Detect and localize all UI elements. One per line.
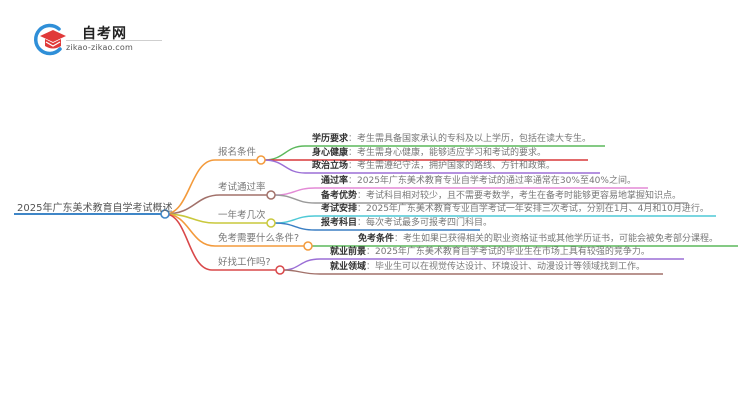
leaf-key: 就业领域 (330, 262, 367, 272)
leaf-key: 通过率 (321, 176, 349, 186)
leaf-key: 考试安排 (321, 204, 358, 214)
leaf-key: 免考条件 (358, 234, 395, 244)
leaf-text: 考生需身心健康，能够适应学习和考试的要求。 (357, 148, 547, 158)
leaf-political-stance[interactable]: 政治立场：考生需遵纪守法，拥护国家的路线、方针和政策。 (312, 161, 556, 171)
branch-employment[interactable]: 好找工作吗? (218, 257, 271, 268)
site-logo[interactable]: 自考网 zikao-zikao.com (32, 20, 202, 60)
leaf-key: 报考科目 (321, 218, 358, 228)
leaf-career-prospects[interactable]: 就业前景：2025年广东美术教育自学考试的毕业生在市场上具有较强的竞争力。 (330, 247, 650, 257)
leaf-education-requirement[interactable]: 学历要求：考生需具备国家承认的专科及以上学历，包括在读大专生。 (312, 134, 592, 144)
leaf-key: 备考优势 (321, 191, 358, 201)
branch-exams-per-year[interactable]: 一年考几次 (218, 210, 266, 221)
leaf-text: 考生如果已获得相关的职业资格证书或其他学历证书，可能会被免考部分课程。 (403, 234, 719, 244)
graduation-cap-icon (33, 23, 66, 56)
branch-pass-rate[interactable]: 考试通过率 (218, 182, 266, 193)
branch-registration[interactable]: 报名条件 (218, 147, 257, 158)
leaf-pass-rate[interactable]: 通过率：2025年广东美术教育专业自学考试的通过率通常在30%至40%之间。 (321, 176, 636, 186)
leaf-text: 2025年广东美术教育专业自学考试一年安排三次考试，分别在1月、4月和10月进行… (366, 204, 709, 214)
branch-exemption[interactable]: 免考需要什么条件? (218, 233, 300, 244)
mindmap-root[interactable]: 2025年广东美术教育自学考试概述 (17, 203, 173, 214)
leaf-key: 身心健康 (312, 148, 349, 158)
leaf-text: 2025年广东美术教育专业自学考试的通过率通常在30%至40%之间。 (357, 176, 636, 186)
leaf-text: 考试科目相对较少，且不需要考数学，考生在备考时能够更容易地掌握知识点。 (366, 191, 682, 201)
leaf-prep-advantage[interactable]: 备考优势：考试科目相对较少，且不需要考数学，考生在备考时能够更容易地掌握知识点。 (321, 191, 682, 201)
leaf-text: 每次考试最多可报考四门科目。 (366, 218, 493, 228)
leaf-text: 毕业生可以在视觉传达设计、环境设计、动漫设计等领域找到工作。 (375, 262, 646, 272)
leaf-text: 2025年广东美术教育自学考试的毕业生在市场上具有较强的竞争力。 (375, 247, 650, 257)
leaf-text: 考生需遵纪守法，拥护国家的路线、方针和政策。 (357, 161, 556, 171)
leaf-exam-schedule[interactable]: 考试安排：2025年广东美术教育专业自学考试一年安排三次考试，分别在1月、4月和… (321, 204, 709, 214)
logo-divider (66, 40, 162, 41)
leaf-key: 学历要求 (312, 134, 349, 144)
leaf-key: 政治立场 (312, 161, 349, 171)
leaf-subjects[interactable]: 报考科目：每次考试最多可报考四门科目。 (321, 218, 493, 228)
leaf-text: 考生需具备国家承认的专科及以上学历，包括在读大专生。 (357, 134, 592, 144)
logo-title: 自考网 (82, 26, 127, 42)
logo-url: zikao-zikao.com (66, 43, 133, 52)
leaf-career-fields[interactable]: 就业领域：毕业生可以在视觉传达设计、环境设计、动漫设计等领域找到工作。 (330, 262, 646, 272)
leaf-exemption-condition[interactable]: 免考条件：考生如果已获得相关的职业资格证书或其他学历证书，可能会被免考部分课程。 (358, 234, 719, 244)
leaf-key: 就业前景 (330, 247, 367, 257)
leaf-health[interactable]: 身心健康：考生需身心健康，能够适应学习和考试的要求。 (312, 148, 547, 158)
